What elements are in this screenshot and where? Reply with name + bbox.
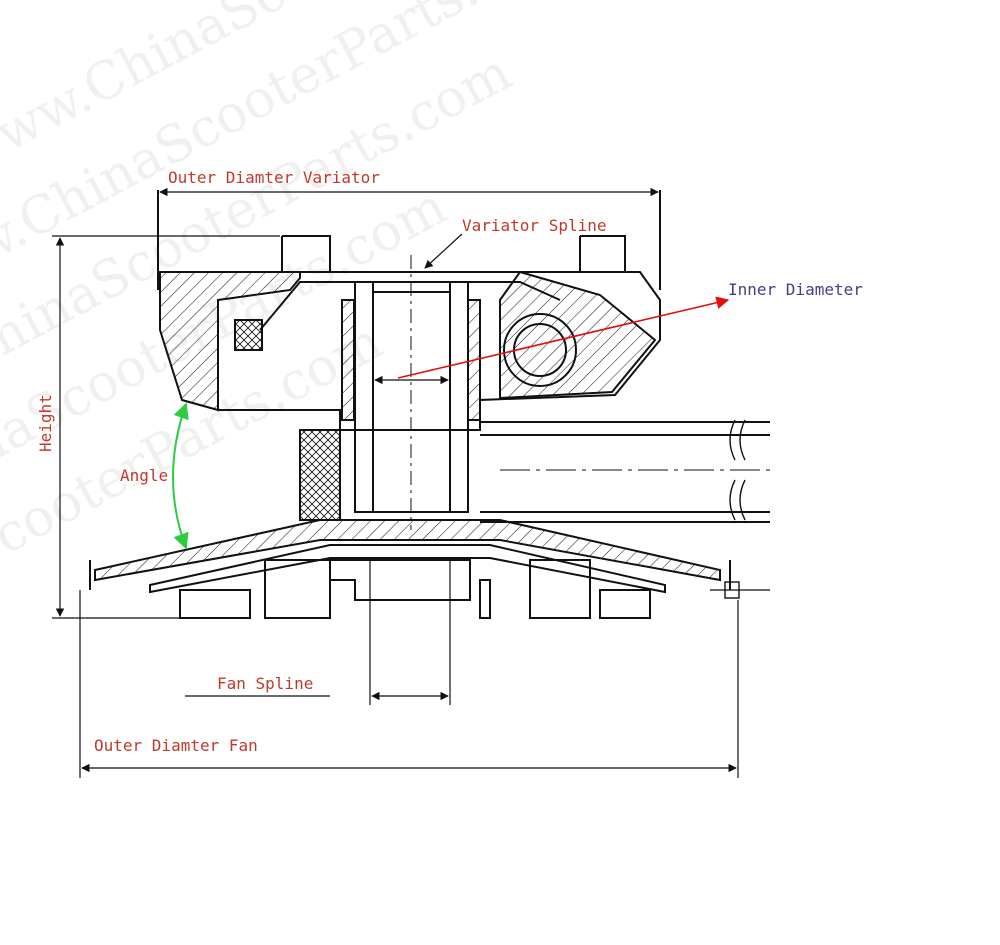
inner-diameter-arrow: [397, 296, 730, 379]
angle-arrow: [172, 402, 189, 550]
central-hub: [299, 255, 481, 530]
label-angle: Angle: [120, 466, 169, 485]
label-height: Height: [36, 394, 55, 452]
label-outer-diameter-fan: Outer Diamter Fan: [94, 736, 258, 755]
label-fan-spline: Fan Spline: [217, 674, 314, 693]
fan-spline-dimension: [185, 560, 451, 705]
label-inner-diameter: Inner Diameter: [728, 280, 863, 299]
fan-plate: [89, 519, 770, 619]
drive-shaft: [480, 419, 770, 523]
outer-diameter-variator-dimension: [157, 187, 661, 290]
label-outer-diameter-variator: Outer Diamter Variator: [168, 168, 380, 187]
height-dimension: [52, 235, 280, 619]
outer-diameter-fan-dimension: [79, 590, 739, 778]
label-variator-spline: Variator Spline: [462, 216, 607, 235]
variator-spline-leader: [424, 233, 463, 269]
